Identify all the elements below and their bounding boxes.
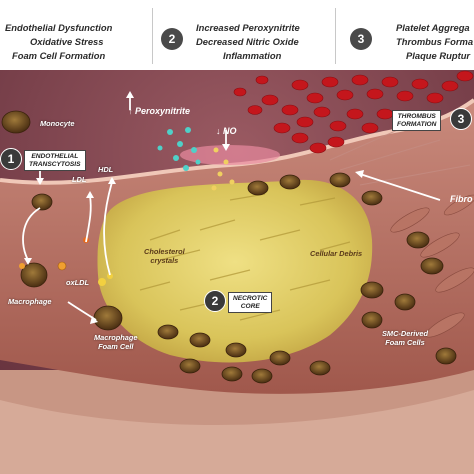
lipid-particles [19, 237, 113, 286]
header-col3-line1: Platelet Aggrega [396, 22, 470, 33]
header-number-3: 3 [350, 28, 372, 50]
tag3-box: THROMBUS FORMATION [392, 110, 442, 132]
down-arrow-icon: ↓ [216, 126, 221, 136]
artery-illustration [0, 70, 474, 474]
tag3-number: 3 [450, 108, 472, 130]
macrophage-foam-text: Macrophage Foam Cell [94, 333, 138, 351]
no-text: NO [223, 126, 237, 136]
oxldl-label: oxLDL [66, 278, 89, 287]
cholesterol-label: Cholesterol crystals [144, 247, 185, 265]
monocyte-label: Monocyte [40, 119, 75, 128]
header-col1-line3: Foam Cell Formation [12, 50, 106, 61]
ldl-label: LDL [72, 175, 87, 184]
tag1-text: ENDOTHELIAL TRANSCYTOSIS [29, 153, 81, 168]
peroxynitrite-particles [157, 127, 201, 171]
header-col3-line2: Thrombus Forma [396, 36, 474, 47]
thrombus-red-cells [233, 70, 474, 154]
header-col-1: Endothelial Dysfunction Oxidative Stress… [0, 0, 150, 70]
nitric-oxide-particles [211, 147, 235, 191]
debris-label: Cellular Debris [310, 249, 363, 258]
header-col1-line1: Endothelial Dysfunction [5, 22, 113, 33]
transport-arrows [22, 96, 441, 321]
inflamed-endothelium [180, 145, 280, 165]
tag2-box: NECROTIC CORE [228, 292, 273, 314]
cholesterol-crystals [139, 193, 351, 321]
header-number-2: 2 [161, 28, 183, 50]
header-divider-1 [152, 8, 153, 64]
foam-cells [1, 110, 457, 384]
header-col2-line3: Inflammation [223, 50, 282, 61]
cholesterol-text: Cholesterol crystals [144, 247, 185, 265]
tag3-text: THROMBUS FORMATION [397, 113, 437, 128]
macrophage-foam-label: Macrophage Foam Cell [94, 333, 138, 351]
macrophage-label: Macrophage [8, 297, 52, 306]
stage-header: Endothelial Dysfunction Oxidative Stress… [0, 0, 474, 71]
no-label: ↓ NO [216, 126, 237, 136]
header-col3-line3: Plaque Ruptur [406, 50, 471, 61]
header-col-2: 2 Increased Peroxynitrite Decreased Nitr… [153, 0, 333, 70]
tag2-text: NECROTIC CORE [233, 295, 268, 310]
smc-text: SMC-Derived Foam Cells [382, 329, 428, 347]
tag1-box: ENDOTHELIAL TRANSCYTOSIS [24, 150, 86, 172]
header-col1-line2: Oxidative Stress [30, 36, 104, 47]
header-col2-line2: Decreased Nitric Oxide [196, 36, 299, 47]
smooth-muscle-cells [390, 194, 474, 338]
header-col2-line1: Increased Peroxynitrite [196, 22, 300, 33]
outer-tissue [0, 390, 474, 474]
necrotic-core-region [97, 179, 373, 363]
hdl-label: HDL [98, 165, 114, 174]
peroxynitrite-label: ↑ Peroxynitrite [128, 106, 190, 116]
header-col-3: 3 Platelet Aggrega Thrombus Forma Plaque… [336, 0, 474, 70]
smc-label: SMC-Derived Foam Cells [382, 329, 428, 347]
header-divider-2 [335, 8, 336, 64]
tag1-number: 1 [0, 148, 22, 170]
up-arrow-icon: ↑ [128, 106, 133, 116]
tag2-number: 2 [204, 290, 226, 312]
arrow-heads [24, 91, 364, 324]
peroxynitrite-text: Peroxynitrite [135, 106, 191, 116]
fibro-label: Fibro [450, 194, 473, 204]
